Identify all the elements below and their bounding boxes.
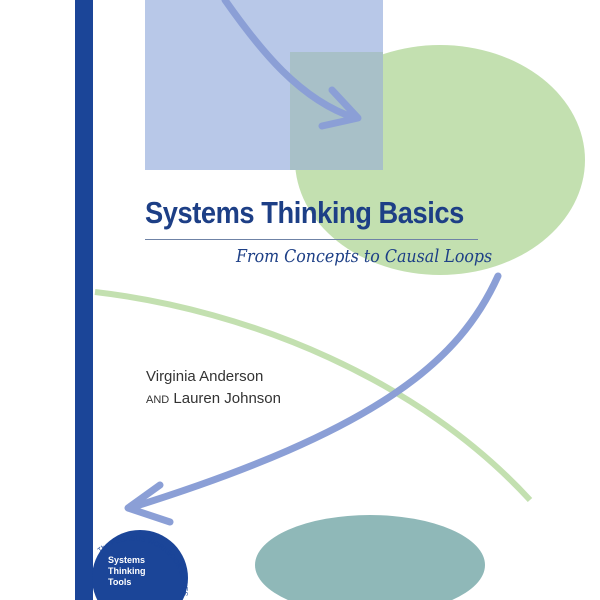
big-arrow xyxy=(126,272,502,512)
series-badge xyxy=(92,530,188,600)
teal-ellipse xyxy=(255,515,485,600)
author-1: Virginia Anderson xyxy=(146,368,264,385)
author-conjunction: AND xyxy=(146,394,170,406)
top-arrow xyxy=(221,0,359,122)
green-curve xyxy=(94,289,533,503)
book-title: Systems Thinking Basics xyxy=(145,195,464,230)
top-arrowhead xyxy=(318,86,362,130)
author-2-name: Lauren Johnson xyxy=(173,390,281,407)
author-2: AND Lauren Johnson xyxy=(146,390,281,407)
spine-bar xyxy=(75,0,93,600)
book-subtitle: From Concepts to Causal Loops xyxy=(236,246,493,267)
badge-line: Thinking xyxy=(108,566,146,576)
badge-line: Systems xyxy=(108,555,146,565)
badge-text: Systems Thinking Tools xyxy=(108,555,146,588)
title-rule xyxy=(145,239,478,240)
badge-line: Tools xyxy=(108,577,132,587)
big-arrowhead xyxy=(124,481,174,526)
